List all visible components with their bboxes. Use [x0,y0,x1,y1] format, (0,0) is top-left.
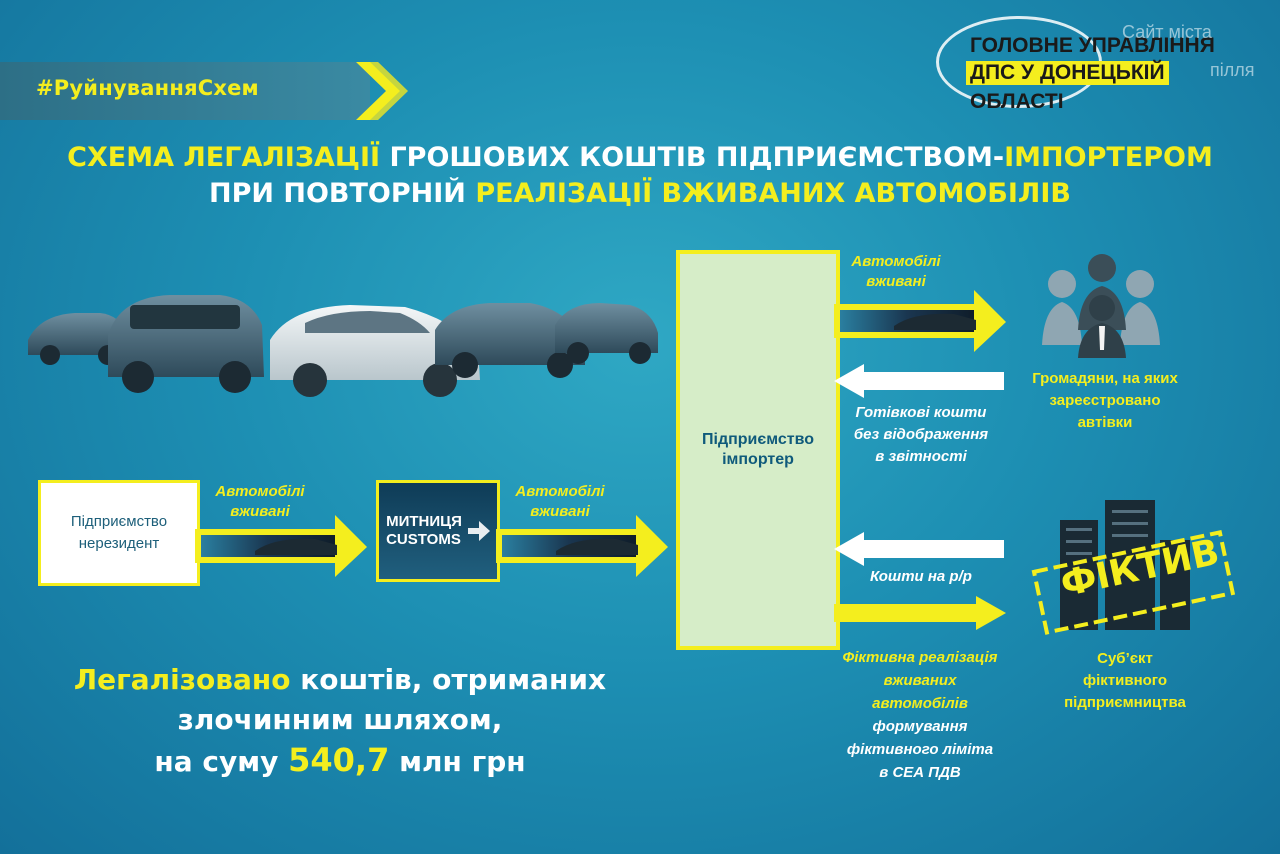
arrow-right-icon [467,521,490,541]
arrow-citizens-to-importer [834,364,1004,398]
watermark-text-1: Сайт міста [1122,22,1212,42]
label-cars-3: Автомобілі вживані [851,253,941,290]
label-cash: Готівкові кошти без відображення в звітн… [853,404,989,465]
used-cars-illustration [28,295,658,397]
arrow-importer-to-citizens [834,290,1006,352]
label-fictive-sale: Фіктивна реалізація вживаних автомобілів… [842,649,998,781]
car-icon [435,303,585,378]
label-account: Кошти на р/р [870,568,972,585]
page-title: СХЕМА ЛЕГАЛІЗАЦІЇ ГРОШОВИХ КОШТІВ ПІДПРИ… [67,142,1213,209]
node-citizens: Громадяни, на яких зареєстровано автівки [1032,370,1178,431]
legalized-amount-statement: Легалізовано коштів, отриманих злочинним… [73,663,607,779]
hashtag-text: #РуйнуванняСхем [36,76,259,100]
hashtag-banner: #РуйнуванняСхем [0,62,408,120]
arrow-customs-to-importer [496,515,668,577]
shell-company-buildings-illustration [1031,500,1236,635]
logo-line-3: ОБЛАСТІ [970,90,1064,113]
watermark-text-2: пілля [1210,60,1255,80]
chevron-right-icon [356,62,408,120]
car-icon [270,305,480,397]
car-icon [555,303,658,364]
label-cars-2: Автомобілі вживані [515,483,605,520]
logo-line-1: ГОЛОВНЕ УПРАВЛІННЯ [970,34,1215,57]
logo-line-2: ДПС У ДОНЕЦЬКІЙ [966,61,1169,85]
tax-service-logo: ГОЛОВНЕ УПРАВЛІННЯ ДПС У ДОНЕЦЬКІЙ ОБЛАС… [936,16,1266,116]
arrow-nonresident-to-customs [195,515,367,577]
node-nonresident: Підприємство нерезидент [38,480,200,586]
arrow-shell-to-importer [834,532,1004,566]
car-icon [108,295,264,393]
node-customs: МИТНИЦЯ CUSTOMS [376,480,500,582]
label-cars-1: Автомобілі вживані [215,483,305,520]
arrow-importer-to-shell [834,596,1006,630]
node-importer: Підприємство імпортер [676,250,840,650]
people-icon [1042,254,1160,358]
node-shell-company: Суб’єкт фіктивного підприємництва [1064,650,1186,711]
